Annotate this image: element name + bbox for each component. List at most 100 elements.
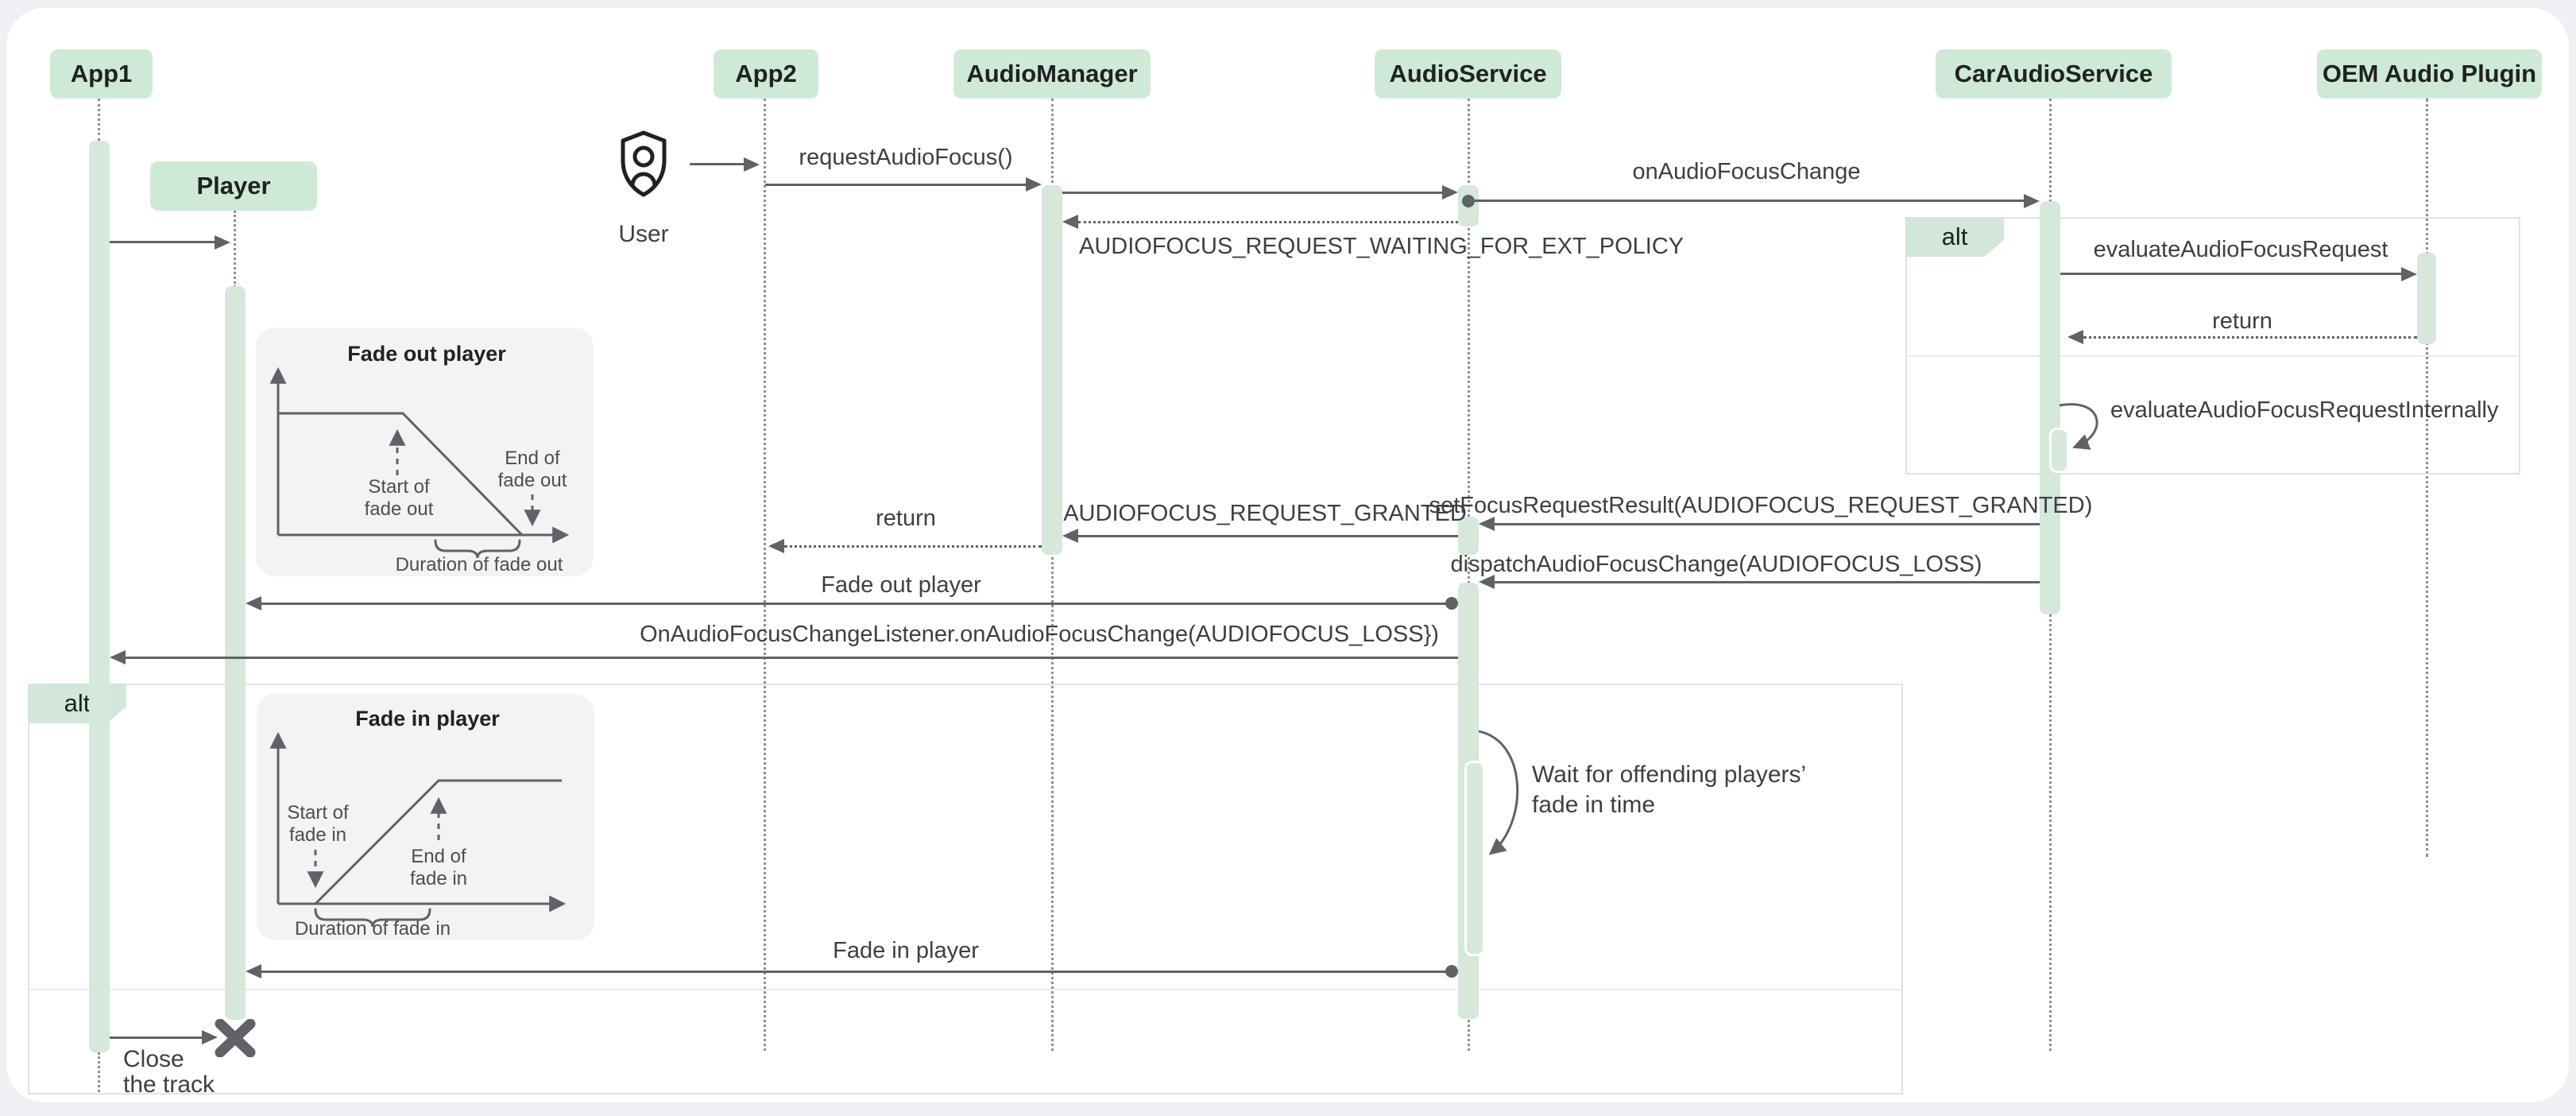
arrowhead-left-icon [246,596,261,610]
participant-app2: App2 [714,49,818,99]
activation-audioservice-2 [1458,517,1479,555]
arrowhead-left-icon [110,650,126,665]
arrowhead-right-icon [202,1030,218,1044]
participant-oem-audio-plugin: OEM Audio Plugin [2317,49,2542,99]
arrowhead-left-icon [246,964,261,978]
message-wait-line1: Wait for offending players’ [1532,761,1807,788]
listener-callback-arrow [126,657,1458,659]
fade-out-curve [278,412,524,537]
fade-in-chart-title: Fade in player [355,707,500,730]
lifeline-app2 [764,99,766,1051]
message-listener-callback: OnAudioFocusChangeListener.onAudioFocusC… [640,622,1439,647]
lifeline-oem-audio-plugin [2426,99,2428,857]
end-label-line1: End of [411,846,466,867]
fade-in-curve [314,779,562,905]
participant-audiomanager: AudioManager [953,49,1151,99]
app1-to-player-arrow [110,241,216,243]
arrowhead-right-icon [1026,177,1042,192]
request-audiofocus-arrow [765,184,1026,186]
message-granted: AUDIOFOCUS_REQUEST_GRANTED [1063,501,1467,526]
start-label-line2: fade out [365,498,434,520]
activation-audiomanager [1042,185,1062,555]
end-label-line2: fade in [410,868,467,889]
lifeline-app1 [98,99,100,141]
message-origin-dot-icon [1445,597,1458,610]
participant-caraudioservice: CarAudioService [1936,49,2172,99]
participant-audioservice: AudioService [1375,49,1561,99]
lifeline-app1-tail [98,1052,100,1092]
arrowhead-right-icon [2024,194,2040,208]
return-manager-arrow [784,545,1042,548]
start-label-line1: Start of [287,802,349,823]
user-to-app2-arrow [690,163,745,165]
alt-fragment-left [28,684,1903,1095]
activation-player [225,286,246,1020]
message-dispatch-audio-focus-change: dispatchAudioFocusChange(AUDIOFOCUS_LOSS… [1450,552,1982,577]
fade-in-chart: Fade in player Start of fade in End of f… [257,694,594,940]
duration-label: Duration of fade out [396,554,563,575]
activation-caraudioservice-internal [2049,428,2069,473]
end-label-line2: fade out [498,470,567,491]
arrowhead-right-icon [744,157,760,172]
message-wait-line2: fade in time [1532,792,1656,818]
message-on-audio-focus-change: onAudioFocusChange [1632,159,1861,184]
message-close-line2: the track [123,1071,215,1098]
participant-player: Player [150,161,317,211]
fade-out-chart-title: Fade out player [347,342,506,366]
return-oem-arrow [2083,336,2417,339]
message-request-audiofocus: requestAudioFocus() [799,145,1013,170]
self-call-loop-icon [2060,403,2098,450]
message-return-oem: return [2212,308,2272,334]
lifeline-player [234,211,236,288]
wait-self-loop-icon [1479,730,1519,855]
arrowhead-left-icon [1062,215,1078,229]
on-audio-focus-change-arrow [1475,200,2024,202]
activation-audioservice-wait [1464,761,1485,956]
message-fade-in-player: Fade in player [833,938,979,963]
start-label-line1: Start of [368,476,430,498]
activation-app1 [89,141,110,1052]
lifeline-audioservice [1468,99,1470,1051]
message-origin-dot-icon [1445,965,1458,978]
user-shield-icon [621,130,667,197]
fade-out-chart: Fade out player Start of fade out End of… [256,327,594,576]
message-origin-dot-icon [1462,195,1475,207]
activation-oem [2417,253,2436,344]
granted-arrow [1078,535,1458,537]
audiomanager-to-audioservice-arrow [1062,192,1442,194]
arrowhead-right-icon [2401,267,2417,281]
duration-brace [434,539,521,559]
fade-in-player-arrow [261,971,1452,973]
message-close-line1: Close [123,1046,184,1072]
dispatch-audio-focus-change-arrow [1495,581,2040,583]
start-label-line2: fade in [289,824,346,846]
message-return-manager: return [876,506,936,531]
arrowhead-left-icon [1479,575,1495,589]
message-evaluate-audio-focus-request: evaluateAudioFocusRequest [2093,237,2388,262]
arrowhead-left-icon [1062,529,1078,543]
waiting-return-arrow [1078,221,1458,223]
duration-label: Duration of fade in [295,918,451,940]
fade-out-player-arrow [261,603,1452,605]
message-waiting-for-ext-policy: AUDIOFOCUS_REQUEST_WAITING_FOR_EXT_POLIC… [1079,234,1684,259]
arrowhead-left-icon [2067,330,2083,344]
duration-brace [314,908,431,928]
arrowhead-right-icon [215,235,230,250]
alt-fragment-right-divider [1907,355,2519,357]
alt-fragment-left-divider [29,989,1901,990]
evaluate-audio-focus-request-arrow [2060,273,2402,275]
alt-fragment-right-label: alt [1905,217,2004,257]
arrowhead-right-icon [1442,185,1458,200]
set-focus-request-result-arrow [1495,523,2040,525]
arrowhead-left-icon [1479,517,1495,531]
arrowhead-left-icon [768,539,784,553]
destroy-x-icon [215,1019,256,1057]
alt-fragment-left-label: alt [28,684,126,723]
close-track-arrow [110,1037,202,1039]
lifeline-audiomanager [1051,99,1054,1051]
message-fade-out-player: Fade out player [821,572,981,598]
message-evaluate-internally: evaluateAudioFocusRequestInternally [2110,397,2499,423]
alt-fragment-right [1905,217,2520,475]
user-label: User [618,221,669,247]
